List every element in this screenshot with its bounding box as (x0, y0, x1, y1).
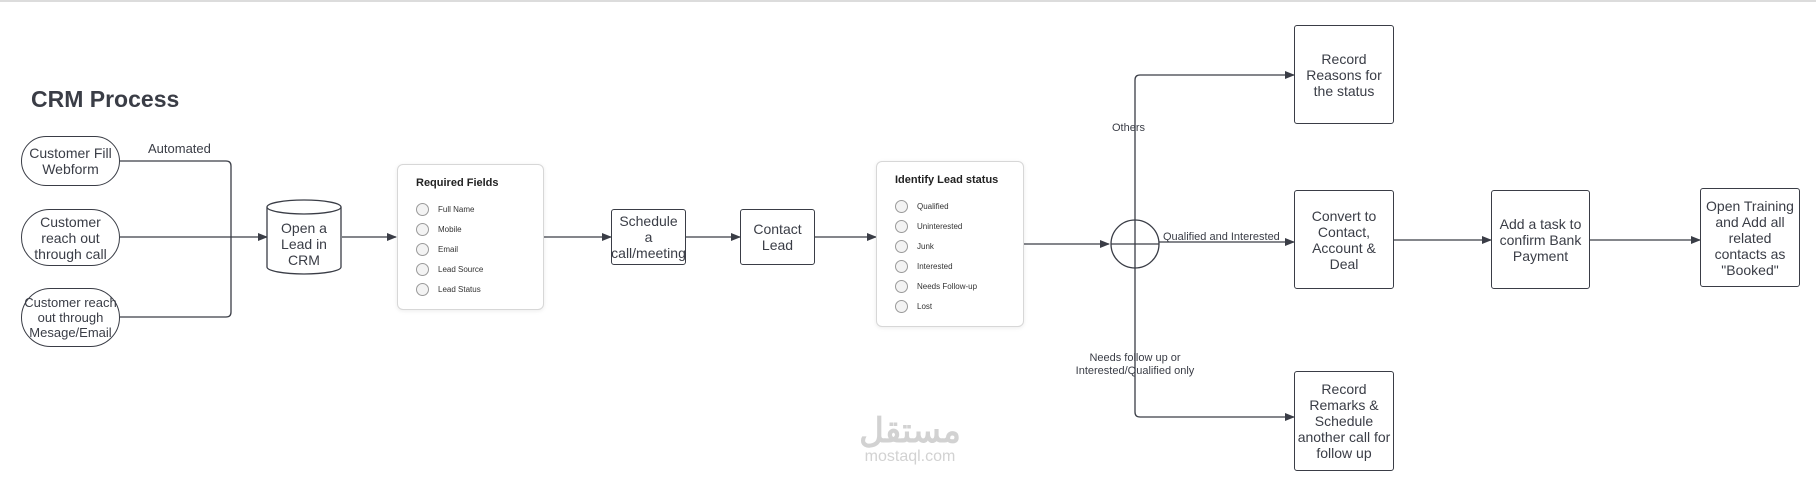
status-option[interactable]: Junk (895, 236, 1005, 256)
field-option[interactable]: Lead Status (416, 279, 525, 299)
open-lead-node: Open a Lead in CRM (281, 220, 327, 268)
edge-label-automated: Automated (148, 141, 211, 156)
add-task-node: Add a task to confirm Bank Payment (1491, 190, 1590, 289)
radio-icon[interactable] (895, 199, 908, 213)
edge-decision-others (1134, 71, 1295, 220)
customer-webform-node: Customer Fill Webform (21, 136, 120, 186)
edge-decision-followup (1134, 268, 1295, 421)
field-option[interactable]: Mobile (416, 219, 525, 239)
contact-lead-node: Contact Lead (740, 209, 815, 265)
customer-call-node: Customer reach out through call (21, 209, 120, 266)
watermark-text: mostaql.com (864, 448, 956, 465)
required-fields-card: Required Fields Full Name Mobile Email L… (397, 164, 544, 310)
status-option[interactable]: Lost (895, 296, 1005, 316)
open-training-node: Open Training and Add all related contac… (1700, 188, 1800, 287)
radio-icon[interactable] (895, 259, 908, 273)
field-option[interactable]: Lead Source (416, 259, 525, 279)
customer-message-node: Customer reach out through Mesage/Email (21, 288, 120, 347)
edge-label-followup: Needs follow up or Interested/Qualified … (1075, 352, 1195, 377)
lead-status-title: Identify Lead status (895, 174, 999, 186)
edge-webform-merge (120, 160, 232, 318)
watermark-logo: مستقل mostaql.com (845, 413, 975, 465)
radio-icon[interactable] (895, 299, 908, 313)
edge-label-others: Others (1112, 122, 1146, 134)
status-option[interactable]: Needs Follow-up (895, 276, 1005, 296)
top-border (0, 0, 1816, 2)
radio-icon[interactable] (416, 222, 429, 236)
watermark-arabic: مستقل (859, 412, 961, 450)
schedule-node: Schedule a call/meeting (611, 209, 686, 265)
status-option[interactable]: Uninterested (895, 216, 1005, 236)
radio-icon[interactable] (416, 282, 429, 296)
page-title: CRM Process (31, 86, 180, 112)
radio-icon[interactable] (895, 239, 908, 253)
record-reasons-node: Record Reasons for the status (1294, 25, 1394, 124)
radio-icon[interactable] (895, 219, 908, 233)
field-option[interactable]: Email (416, 239, 525, 259)
radio-icon[interactable] (416, 242, 429, 256)
radio-icon[interactable] (895, 279, 908, 293)
record-remarks-node: Record Remarks & Schedule another call f… (1294, 371, 1394, 471)
status-option[interactable]: Qualified (895, 196, 1005, 216)
lead-status-card: Identify Lead status Qualified Uninteres… (876, 161, 1024, 327)
field-option[interactable]: Full Name (416, 199, 525, 219)
required-fields-title: Required Fields (416, 177, 499, 189)
cylinder-shape (266, 199, 342, 275)
status-option[interactable]: Interested (895, 256, 1005, 276)
convert-node: Convert to Contact, Account & Deal (1294, 190, 1394, 289)
edge-label-qualified: Qualified and Interested (1163, 231, 1280, 243)
radio-icon[interactable] (416, 202, 429, 216)
radio-icon[interactable] (416, 262, 429, 276)
